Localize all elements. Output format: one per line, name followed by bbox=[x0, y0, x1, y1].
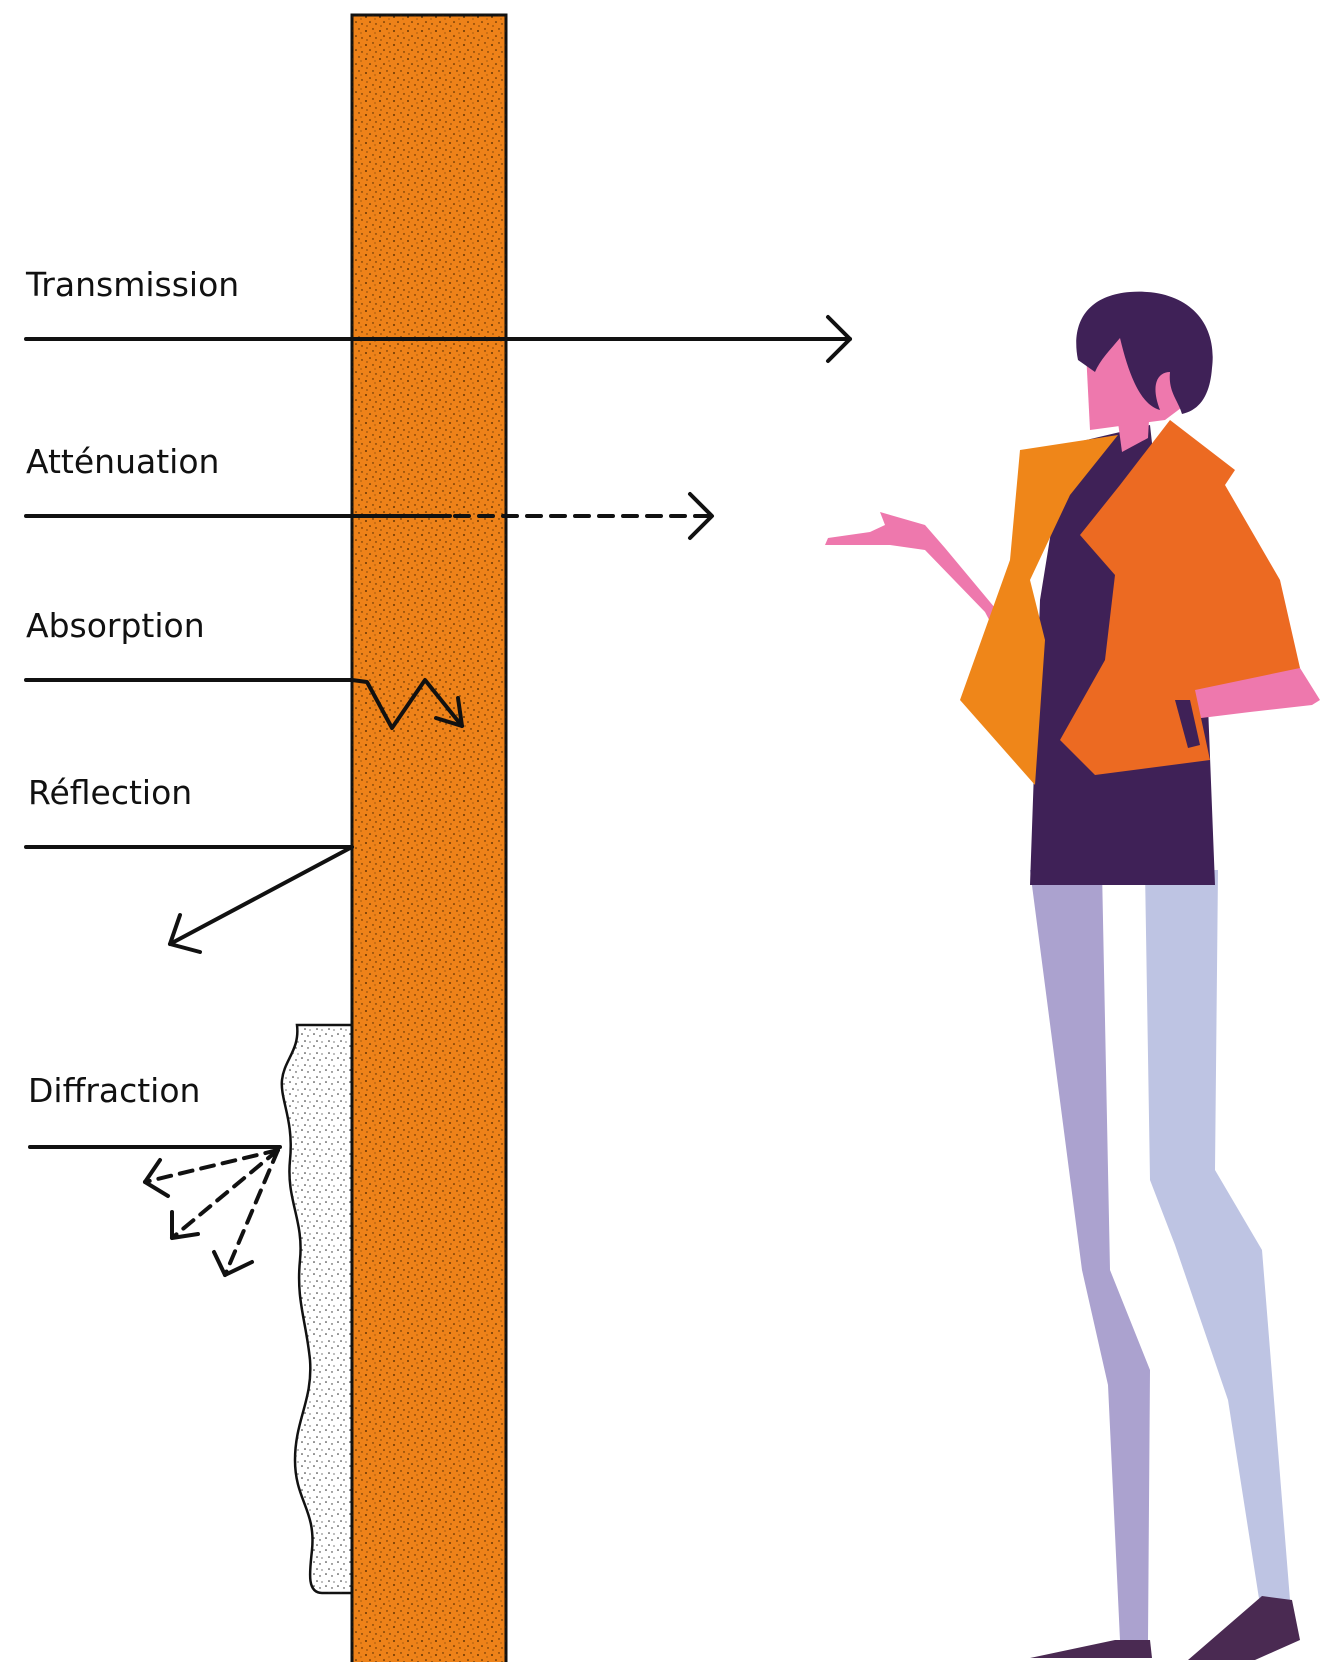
label-diffraction: Diffraction bbox=[28, 1074, 200, 1107]
diffraction-arrows bbox=[30, 1147, 280, 1275]
wall-icon bbox=[352, 15, 506, 1662]
label-absorption: Absorption bbox=[26, 609, 205, 642]
plaster-layer bbox=[282, 1025, 352, 1593]
label-transmission: Transmission bbox=[26, 268, 239, 301]
label-attenuation: Atténuation bbox=[26, 445, 219, 478]
woman-presenting-icon bbox=[825, 292, 1320, 1660]
label-reflection: Réflection bbox=[28, 776, 192, 809]
reflection-arrow bbox=[26, 847, 352, 952]
